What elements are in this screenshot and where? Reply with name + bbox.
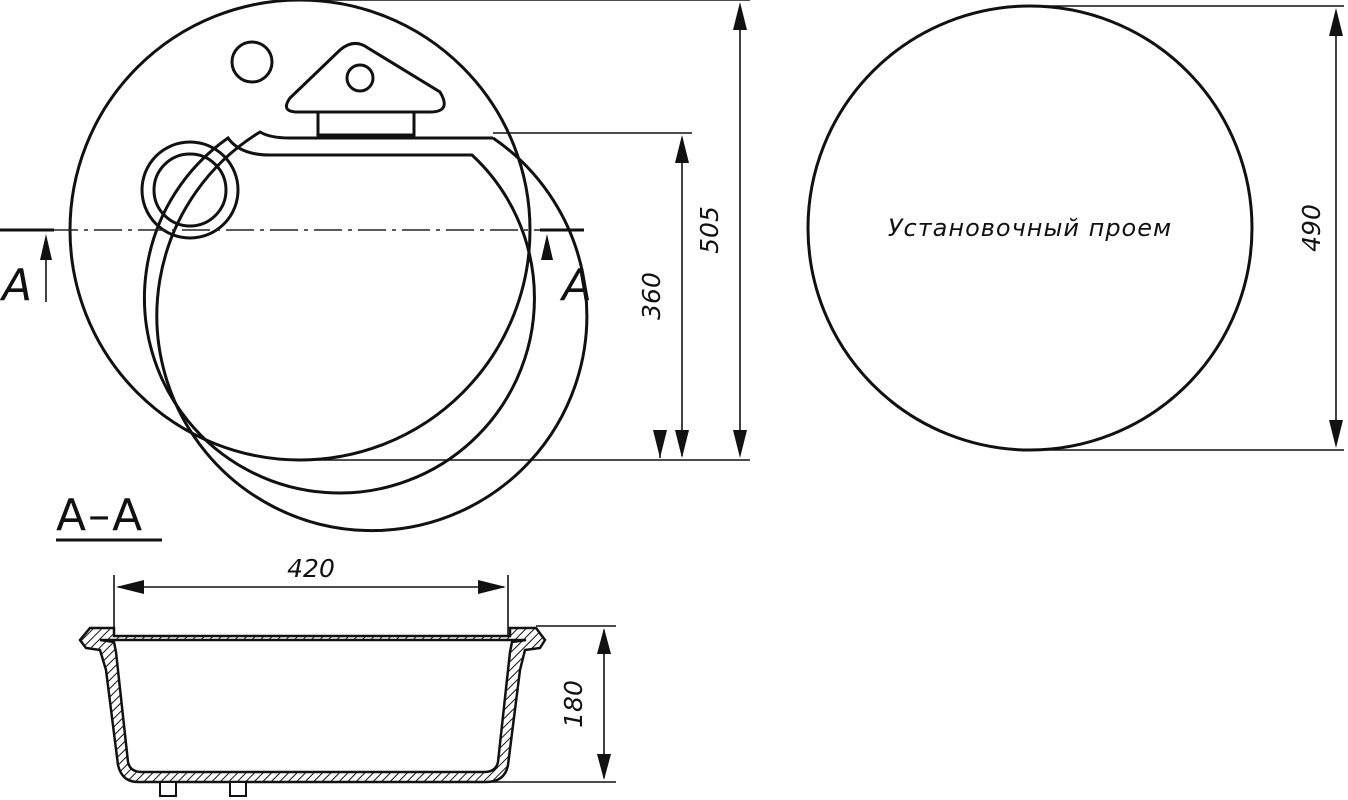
drain-flange-right	[229, 781, 247, 797]
section-title: А–А	[56, 490, 144, 541]
sink-profile-section	[78, 626, 547, 784]
bowl-edge	[142, 135, 536, 495]
drain-flange-left	[159, 781, 177, 797]
dimension-bowl-depth: 360	[493, 132, 692, 458]
arrow-head-top	[733, 2, 747, 30]
sink-deck-edge	[155, 130, 589, 533]
arrow-head-bottom	[733, 430, 747, 458]
arrow-head-top	[675, 135, 689, 163]
section-mark-left: A	[0, 260, 32, 311]
dimension-label-505: 505	[695, 206, 724, 254]
section-view: А–А 420 180	[56, 490, 616, 797]
arrow-head-left	[116, 580, 144, 594]
arrow-head-secondary	[653, 430, 667, 458]
arrow-head-bottom	[675, 430, 689, 458]
dimension-label-490: 490	[1297, 204, 1326, 252]
section-arrow-left-head	[40, 234, 52, 260]
dimension-overall-diameter: 505	[300, 0, 750, 461]
section-arrow-right-head	[541, 234, 553, 260]
cutout-circle	[806, 4, 1254, 452]
cutout-label: Установочный проем	[888, 214, 1172, 242]
dimension-label-360: 360	[637, 272, 666, 320]
arrow-head-bottom	[1329, 420, 1343, 448]
dimension-label-420: 420	[287, 554, 335, 583]
drain-outer-ring	[140, 140, 240, 240]
arrow-head-right	[478, 580, 506, 594]
cutout-view: Установочный проем 490	[806, 4, 1344, 452]
overflow-channel	[316, 110, 416, 137]
section-mark-right: A	[559, 260, 592, 311]
overflow-housing	[284, 42, 446, 114]
arrow-head-bottom	[597, 754, 611, 780]
section-line-a-a: A A	[0, 228, 592, 311]
drain-inner-ring	[152, 152, 228, 228]
sink-plan-view	[68, 0, 589, 533]
tap-hole	[230, 40, 274, 84]
arrow-head-top	[1329, 8, 1343, 36]
dimension-label-180: 180	[559, 680, 588, 728]
arrow-head-top	[597, 628, 611, 654]
overflow-hole	[345, 63, 375, 93]
